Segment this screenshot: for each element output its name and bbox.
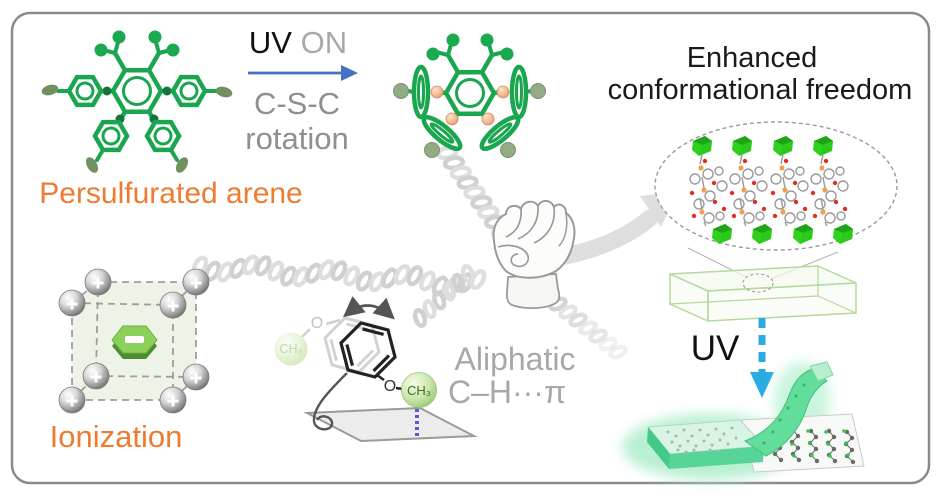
crystal-packing-view	[654, 121, 898, 251]
anion-minus-sign	[125, 336, 144, 343]
slab-dots	[666, 426, 738, 454]
ch3-back-label: CH₃	[279, 342, 302, 356]
rotation-label: rotation	[245, 121, 348, 156]
uv-label: UV	[691, 329, 740, 368]
ribbon-to-bottom-right	[538, 288, 628, 360]
fist-illustration	[492, 199, 576, 310]
anion	[111, 325, 158, 359]
csc-label: C-S-C	[254, 86, 340, 121]
persulfurated-arene-label: Persulfurated arene	[39, 177, 303, 210]
figure-border	[10, 11, 931, 485]
reaction-arrow-head	[341, 65, 358, 81]
enhanced-line2: conformational freedom	[608, 74, 913, 106]
ring-flip-arrow	[342, 296, 395, 320]
aliphatic-label: Aliphatic	[455, 341, 576, 377]
enhanced-freedom-label: Enhanced conformational freedom	[608, 42, 913, 106]
persulfurated-arene-molecule	[41, 30, 233, 173]
pi-plane	[303, 406, 478, 443]
twisted-arene-molecule	[393, 33, 546, 158]
uv-arrow	[750, 318, 774, 398]
glowing-crystal-photo	[622, 361, 865, 480]
crystal-box	[669, 247, 857, 323]
ribbon-below-fist-left	[412, 264, 476, 328]
ionization-label: Ionization	[50, 419, 183, 454]
ionization-cube	[57, 267, 211, 415]
chpi-label: Aliphatic C–H···π	[448, 341, 576, 410]
faded-conformer: CH₃ O	[274, 315, 381, 374]
flap-dots	[762, 383, 806, 445]
ch3-front-label: CH₃	[407, 383, 431, 398]
chpi-pi-label: C–H···π	[448, 374, 566, 410]
enhanced-line1: Enhanced	[687, 42, 818, 74]
reaction-conditions: UV ON C-S-C rotation	[245, 25, 358, 156]
chpi-inset: CH₃ O O CH₃	[274, 296, 478, 443]
o-back-label: O	[311, 315, 323, 332]
o-front-label: O	[384, 378, 396, 395]
uv-on-label: UV ON	[249, 25, 347, 60]
tether-curve	[312, 372, 348, 431]
